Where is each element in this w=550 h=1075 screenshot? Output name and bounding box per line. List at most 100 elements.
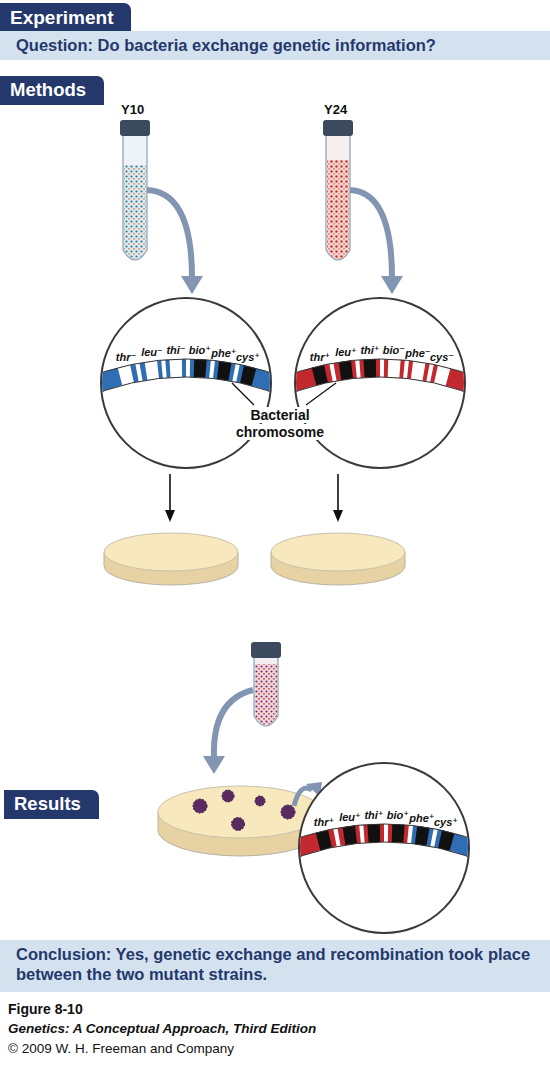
gene-marker	[416, 835, 428, 837]
band-group	[294, 359, 466, 401]
gene-marker	[392, 824, 404, 843]
book-title: Genetics: A Conceptual Approach, Third E…	[8, 1021, 316, 1037]
band-edge	[294, 377, 466, 401]
band-segment	[294, 368, 466, 391]
gene-marker	[314, 374, 326, 377]
transfer-arrow	[214, 690, 253, 758]
gene-marker	[344, 835, 356, 837]
chromosome-label: Bacterial chromosome	[228, 407, 332, 440]
gene-marker	[120, 374, 132, 377]
gene-label: cys⁻	[430, 351, 454, 364]
band-text: Conclusion: Yes, genetic exchange and re…	[16, 945, 530, 983]
gene-label: thr⁺	[314, 816, 334, 829]
gene-label: thi⁺	[364, 809, 383, 822]
band-stripe	[335, 828, 339, 847]
gene-label: bio⁻	[383, 344, 405, 357]
gene-label: cys⁺	[236, 351, 260, 364]
copyright-note: © 2009 W. H. Freeman and Company	[8, 1041, 234, 1057]
chromosome-band	[294, 297, 466, 469]
gene-label: leu⁺	[335, 346, 357, 359]
gene-label: cys⁺	[434, 816, 458, 829]
gene-label: bio⁺	[189, 344, 211, 357]
gene-label: thi⁻	[166, 344, 185, 357]
band-stripe	[356, 360, 360, 378]
test-tube	[120, 120, 150, 260]
chromosome-band	[100, 297, 272, 469]
band-edge	[298, 842, 470, 866]
gene-marker	[242, 374, 254, 377]
gene-marker	[146, 370, 158, 372]
chromosome-circle: thr⁻ leu⁻thi⁻ bio⁺phe⁺cys⁺	[100, 297, 272, 469]
chromosome-band	[298, 762, 470, 934]
section-tab: Experiment	[0, 3, 131, 32]
text-band: Conclusion: Yes, genetic exchange and re…	[0, 940, 550, 992]
band-stripe	[137, 363, 141, 382]
strain-label: Y10	[121, 102, 144, 117]
gene-label: thr⁻	[116, 351, 136, 364]
text-band: Question: Do bacteria exchange genetic i…	[0, 31, 550, 60]
gene-label: phe⁺	[211, 347, 236, 360]
band-segment	[298, 833, 410, 856]
gene-marker	[318, 839, 330, 842]
band-stripe	[428, 363, 432, 382]
section-tab: Results	[4, 790, 99, 819]
gene-label: leu⁺	[339, 811, 361, 824]
gene-marker	[218, 370, 230, 372]
test-tube	[251, 642, 281, 726]
band-edge	[100, 377, 272, 401]
gene-marker	[436, 374, 448, 377]
band-text: Question: Do bacteria exchange genetic i…	[16, 36, 436, 54]
gene-label: bio⁺	[387, 809, 409, 822]
arrow-head	[165, 510, 175, 522]
gene-label: thi⁺	[360, 344, 379, 357]
gene-marker	[440, 839, 452, 842]
band-stripe	[331, 363, 335, 382]
section-tab: Methods	[0, 76, 104, 105]
chromosome-circle: thr⁺ leu⁺thi⁺ bio⁻phe⁻cys⁻	[294, 297, 466, 469]
band-segment	[100, 368, 272, 391]
down-arrow	[170, 474, 338, 512]
tab-title: Experiment	[10, 7, 113, 28]
arrow-head	[181, 276, 203, 294]
arrow-head	[203, 756, 225, 774]
band-stripe	[408, 825, 412, 843]
transfer-arrow	[147, 190, 392, 278]
petri-dish	[271, 533, 405, 585]
gene-label: phe⁻	[405, 347, 430, 360]
colony	[193, 790, 295, 831]
band-stripe	[210, 360, 214, 378]
band-segment	[410, 834, 470, 855]
test-tube	[323, 120, 353, 260]
label-patch: Bacterial chromosome	[234, 407, 326, 440]
strain-label: Y24	[324, 102, 347, 117]
figure-caption: Figure 8-10	[8, 1001, 83, 1017]
petri-dish	[104, 533, 238, 585]
gene-marker	[340, 370, 352, 372]
gene-label: phe⁺	[409, 812, 434, 825]
arrow-head	[333, 510, 343, 522]
arrow-head	[381, 276, 403, 294]
gene-marker	[388, 359, 400, 378]
band-stripe	[186, 359, 190, 377]
gene-marker	[412, 370, 424, 372]
chromosome-circle: thr⁺ leu⁺thi⁺ bio⁺phe⁺cys⁺	[298, 762, 470, 934]
gene-marker	[368, 824, 380, 842]
tab-title: Methods	[10, 79, 86, 100]
gene-marker	[170, 359, 182, 377]
band-stripe	[360, 825, 364, 843]
band-group	[100, 359, 272, 401]
gene-label: thr⁺	[310, 351, 330, 364]
gene-marker	[364, 359, 376, 377]
band-stripe	[380, 359, 384, 377]
band-stripe	[432, 828, 436, 847]
band-stripe	[384, 824, 388, 842]
band-stripe	[162, 360, 166, 378]
band-stripe	[404, 360, 408, 378]
gene-marker	[194, 359, 206, 378]
gene-label: leu⁻	[141, 346, 163, 359]
band-stripe	[234, 363, 238, 382]
band-group	[298, 824, 470, 866]
tab-title: Results	[14, 793, 81, 814]
